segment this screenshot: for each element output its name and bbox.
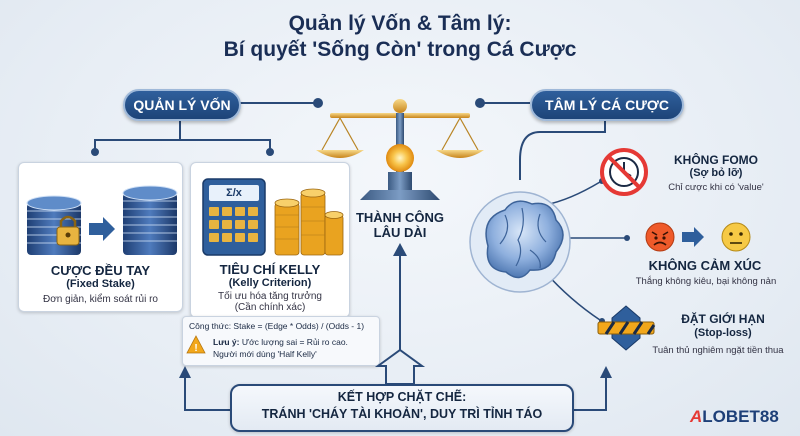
warning-label: Lưu ý: [213,337,240,347]
stoploss-title: ĐẶT GIỚI HẠN [681,312,765,326]
warning-text-1: Lưu ý: Ước lượng sai = Rủi ro cao. [213,337,348,347]
emotion-desc: Thắng không kiêu, bại không nản [635,276,777,287]
center-label-line1: THÀNH CÔNG [355,210,445,225]
fomo-desc: Chỉ cược khi có 'value' [668,182,764,193]
card-fixed-stake: CƯỢC ĐỀU TAY (Fixed Stake) Đơn giản, kiể… [18,162,183,312]
kelly-desc-2: (Cần chính xác) [234,302,306,313]
logo-bet: BET88 [725,407,779,426]
emotion-title: KHÔNG CẢM XÚC [648,258,762,273]
bottom-banner: KẾT HỢP CHẶT CHẼ: TRÁNH 'CHÁY TÀI KHOẢN'… [230,384,574,432]
fomo-title: KHÔNG FOMO [674,153,758,167]
card-kelly: Σ/x TIÊU CHÍ KELLY (Kelly Criterion) Tối… [190,162,350,318]
bottom-line-2: TRÁNH 'CHÁY TÀI KHOẢN', DUY TRÌ TỈNH TÁO [261,407,543,421]
kelly-subtitle: (Kelly Criterion) [228,277,312,289]
svg-text:!: ! [194,343,197,354]
stoploss-desc: Tuân thủ nghiêm ngặt tiền thua [652,345,784,356]
stoploss-subtitle: (Stop-loss) [694,327,752,339]
warning-text-2: Người mới dùng 'Half Kelly' [213,349,317,359]
alobet88-logo: ALOBET88 [690,404,796,430]
pill-betting-psychology: TÂM LÝ CÁ CƯỢC [530,89,684,121]
kelly-formula: Công thức: Stake = (Edge * Odds) / (Odds… [189,321,365,331]
kelly-desc-1: Tối ưu hóa tăng trưởng [218,291,322,302]
title-line-1: Quản lý Vốn & Tâm lý: [288,12,512,35]
chip-stack-lock-icon [26,185,178,255]
calculator-coins-icon [202,178,344,256]
warning-icon: ! [186,335,206,354]
logo-a: A [690,407,703,426]
warning-text-1-body: Ước lượng sai = Rủi ro cao. [241,337,348,347]
fixed-stake-desc: Đơn giản, kiểm soát rủi ro [43,294,158,305]
title-line-2: Bí quyết 'Sống Còn' trong Cá Cược [223,38,577,61]
logo-lo: LO [702,407,726,426]
center-label: THÀNH CÔNG LÂU DÀI [340,210,460,240]
formula-box: Công thức: Stake = (Edge * Odds) / (Odds… [182,316,380,366]
fomo-subtitle: (Sợ bỏ lỡ) [689,167,743,179]
calculator-display: Σ/x [226,187,242,199]
fixed-stake-subtitle: (Fixed Stake) [66,278,135,290]
center-label-line2: LÂU DÀI [373,225,427,240]
pill-money-management: QUẢN LÝ VỐN [123,89,241,121]
fixed-stake-title: CƯỢC ĐỀU TAY [50,263,151,278]
bottom-line-1: KẾT HỢP CHẶT CHẼ: [337,390,467,404]
kelly-title: TIÊU CHÍ KELLY [219,262,321,277]
